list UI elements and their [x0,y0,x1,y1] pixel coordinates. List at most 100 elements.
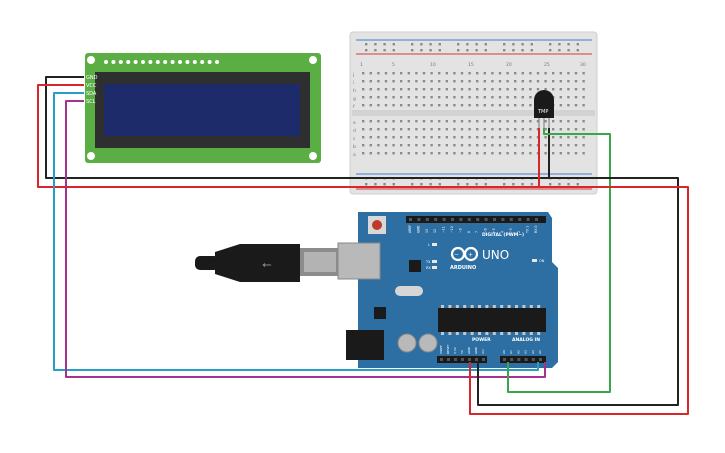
breadboard-hole[interactable] [514,128,517,131]
rail-hole[interactable] [429,49,432,52]
breadboard-hole[interactable] [415,104,418,107]
breadboard-hole[interactable] [559,88,562,91]
breadboard-hole[interactable] [445,104,448,107]
digital-pin[interactable] [459,218,463,221]
breadboard-hole[interactable] [567,128,570,131]
breadboard-hole[interactable] [362,104,365,107]
breadboard-hole[interactable] [529,80,532,83]
breadboard-hole[interactable] [529,88,532,91]
breadboard-hole[interactable] [529,96,532,99]
rail-hole[interactable] [457,43,460,46]
rail-hole[interactable] [549,49,552,52]
breadboard-hole[interactable] [392,88,395,91]
power-pin[interactable] [461,358,464,361]
breadboard-hole[interactable] [369,120,372,123]
rail-hole[interactable] [484,49,487,52]
breadboard-hole[interactable] [567,152,570,155]
breadboard-hole[interactable] [392,72,395,75]
digital-pin[interactable] [417,218,421,221]
power-pin[interactable] [454,358,457,361]
breadboard-hole[interactable] [377,144,380,147]
breadboard-hole[interactable] [460,96,464,99]
breadboard-hole[interactable] [453,72,456,75]
breadboard-hole[interactable] [430,120,433,123]
wire-lcd-gnd[interactable] [45,76,597,179]
breadboard-hole[interactable] [559,136,562,139]
breadboard-hole[interactable] [468,120,471,123]
breadboard-hole[interactable] [506,80,509,83]
breadboard-hole[interactable] [460,88,464,91]
breadboard-hole[interactable] [384,96,388,99]
breadboard-hole[interactable] [445,144,448,147]
breadboard-hole[interactable] [400,96,403,99]
power-pin[interactable] [475,358,478,361]
breadboard-hole[interactable] [506,120,509,123]
breadboard-hole[interactable] [453,144,456,147]
breadboard-hole[interactable] [377,128,380,131]
breadboard-hole[interactable] [362,96,365,99]
breadboard-hole[interactable] [392,96,395,99]
rail-hole[interactable] [521,183,524,186]
breadboard-hole[interactable] [422,120,426,123]
breadboard-hole[interactable] [369,152,372,155]
breadboard-hole[interactable] [559,104,562,107]
breadboard-hole[interactable] [567,96,570,99]
rail-hole[interactable] [466,43,469,46]
breadboard-hole[interactable] [384,88,388,91]
breadboard-hole[interactable] [552,128,555,131]
breadboard-hole[interactable] [438,88,441,91]
breadboard-hole[interactable] [552,144,555,147]
breadboard-hole[interactable] [415,88,418,91]
breadboard-hole[interactable] [544,144,547,147]
digital-pin[interactable] [434,218,438,221]
breadboard-hole[interactable] [438,104,441,107]
breadboard-hole[interactable] [407,152,410,155]
breadboard-hole[interactable] [491,144,494,147]
breadboard-hole[interactable] [422,88,426,91]
breadboard-hole[interactable] [514,120,517,123]
breadboard-hole[interactable] [483,96,486,99]
breadboard-hole[interactable] [415,120,418,123]
breadboard-hole[interactable] [369,80,372,83]
breadboard-hole[interactable] [369,72,372,75]
rail-hole[interactable] [475,183,478,186]
breadboard-hole[interactable] [438,96,441,99]
breadboard-hole[interactable] [430,144,433,147]
breadboard-hole[interactable] [476,104,479,107]
breadboard-hole[interactable] [521,144,524,147]
breadboard-hole[interactable] [521,88,524,91]
breadboard-hole[interactable] [529,152,532,155]
breadboard-hole[interactable] [574,80,578,83]
breadboard-hole[interactable] [544,136,547,139]
breadboard-hole[interactable] [483,88,486,91]
breadboard-hole[interactable] [422,72,426,75]
breadboard-hole[interactable] [498,72,502,75]
breadboard-hole[interactable] [506,128,509,131]
breadboard-hole[interactable] [392,80,395,83]
breadboard-hole[interactable] [377,80,380,83]
breadboard-hole[interactable] [400,88,403,91]
rail-hole[interactable] [429,43,432,46]
rail-hole[interactable] [420,43,423,46]
breadboard-hole[interactable] [369,104,372,107]
breadboard-hole[interactable] [369,88,372,91]
breadboard-hole[interactable] [544,88,547,91]
breadboard-hole[interactable] [430,104,433,107]
analog-pin[interactable] [510,358,514,361]
breadboard-hole[interactable] [468,104,471,107]
breadboard-hole[interactable] [369,128,372,131]
rail-hole[interactable] [567,43,570,46]
breadboard-hole[interactable] [491,152,494,155]
breadboard-hole[interactable] [574,104,578,107]
breadboard-hole[interactable] [445,88,448,91]
breadboard-hole[interactable] [415,96,418,99]
rail-hole[interactable] [365,49,368,52]
breadboard-hole[interactable] [521,120,524,123]
breadboard-hole[interactable] [377,96,380,99]
digital-pin[interactable] [493,218,496,221]
breadboard-hole[interactable] [468,80,471,83]
breadboard-hole[interactable] [415,152,418,155]
rail-hole[interactable] [420,49,423,52]
rail-hole[interactable] [549,43,552,46]
breadboard-hole[interactable] [498,144,502,147]
